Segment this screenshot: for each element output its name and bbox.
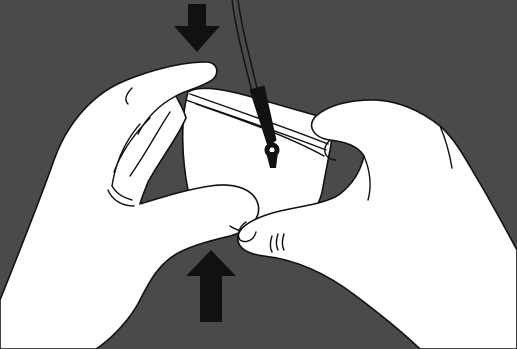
press-down-arrow bbox=[174, 4, 220, 52]
right-hand bbox=[237, 99, 517, 349]
left-hand bbox=[0, 61, 260, 349]
cable bbox=[231, 0, 259, 93]
cable-clip bbox=[249, 85, 280, 168]
press-up-arrow bbox=[186, 250, 236, 322]
